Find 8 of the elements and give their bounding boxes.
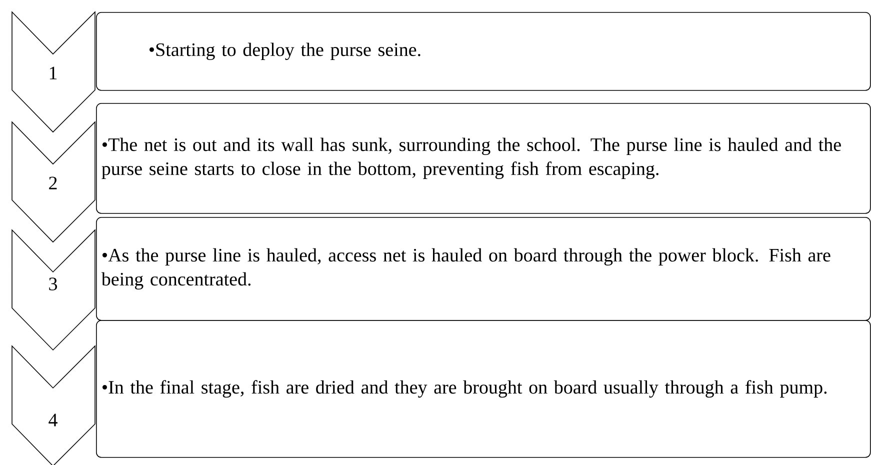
step-box: •Starting to deploy the purse seine.: [96, 12, 871, 91]
step-box: •As the purse line is hauled, access net is hauled on board through the power block. Fish are being concentrated.: [96, 216, 871, 321]
chevron-step: 2: [12, 121, 96, 243]
chevron-step: 4: [12, 345, 96, 465]
step-box: •The net is out and its wall has sunk, surrounding the school. The purse line is hauled and the purse seine starts to close in the bottom, preventing fish from escaping.: [96, 103, 871, 214]
step-box: •In the final stage, fish are dried and they are brought on board usually through a fish pump.: [96, 320, 871, 458]
chevron-step: 3: [12, 229, 96, 351]
chevron-step: 1: [12, 11, 96, 133]
